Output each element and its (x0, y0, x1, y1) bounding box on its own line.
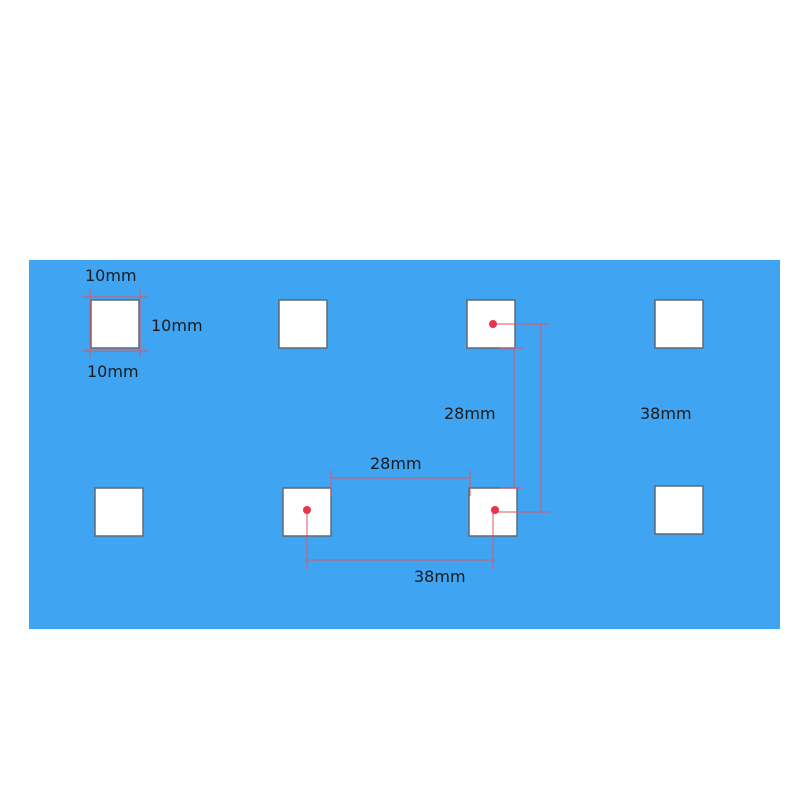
square-r2-c1 (94, 487, 144, 537)
square-width-bottom-label: 10mm (87, 362, 139, 381)
vertical-pitch-dimension-line (493, 323, 550, 513)
square-r1-c1 (90, 299, 140, 349)
square-r2-c4 (654, 485, 704, 535)
vertical-pitch-label: 38mm (640, 404, 692, 423)
center-dot-r2-c2 (303, 506, 311, 514)
square-size-dimension-lines (82, 289, 148, 358)
square-r1-c2 (278, 299, 328, 349)
square-height-label: 10mm (151, 316, 203, 335)
square-width-label: 10mm (85, 266, 137, 285)
horizontal-gap-dimension-line (330, 470, 471, 496)
square-r1-c4 (654, 299, 704, 349)
vertical-gap-dimension-line (500, 347, 523, 489)
center-dot-r2-c3 (491, 506, 499, 514)
center-dot-r1-c3 (489, 320, 497, 328)
horizontal-pitch-dimension-line (306, 510, 494, 569)
vertical-gap-label: 28mm (444, 404, 496, 423)
horizontal-pitch-label: 38mm (414, 567, 466, 586)
horizontal-gap-label: 28mm (370, 454, 422, 473)
